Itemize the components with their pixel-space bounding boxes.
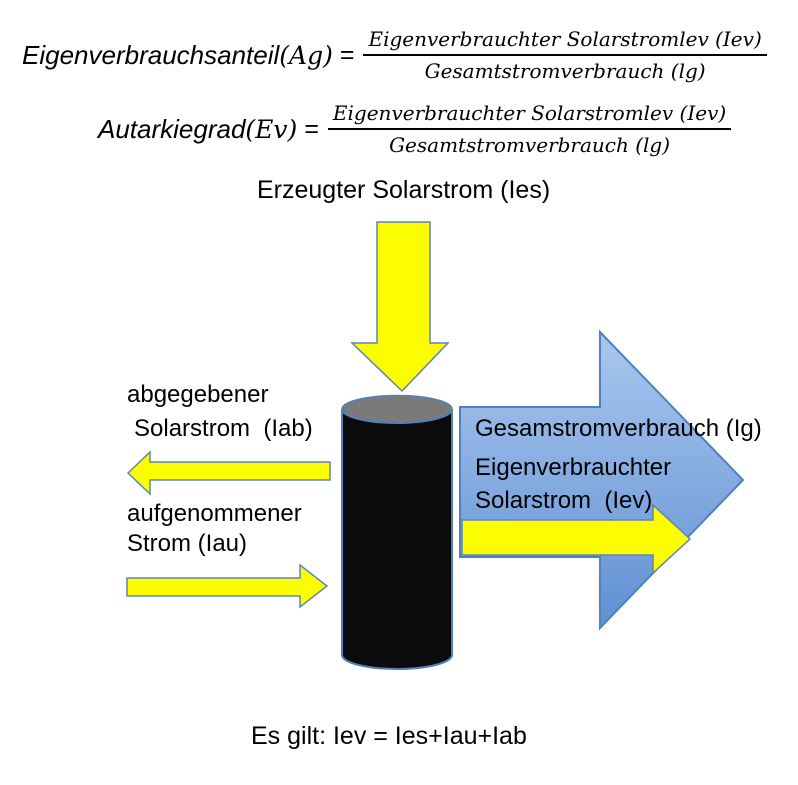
diagram-title: Erzeugter Solarstrom (Ies) <box>257 176 551 204</box>
abgegeben-left-arrow <box>126 450 331 496</box>
fraction-numerator: Eigenverbrauchter Solarstromlev (Iev) <box>363 27 767 56</box>
fraction-denominator: Gesamtstromverbrauch (lg) <box>389 133 671 157</box>
fraction: Eigenverbrauchter Solarstromlev (Iev) Ge… <box>363 27 767 83</box>
aufgenommen-label-line1: aufgenommener <box>127 500 302 527</box>
formula-autarkiegrad: Autarkiegrad(Ev) = Eigenverbrauchter Sol… <box>98 101 732 157</box>
battery-cylinder <box>341 408 453 670</box>
aufgenommen-label-line2: Strom (Iau) <box>127 530 248 557</box>
eigen-label-line2: Solarstrom (Iev) <box>475 487 653 514</box>
gesamt-label: Gesamstromverbrauch (Ig) <box>475 415 762 442</box>
fraction-numerator: Eigenverbrauchter Solarstromlev (Iev) <box>327 101 732 130</box>
fraction-denominator: Gesamtstromverbrauch (lg) <box>424 59 706 83</box>
formula-variable: (Ag) <box>279 40 333 70</box>
abgegeben-label-line2: Solarstrom (Iab) <box>134 415 313 442</box>
formula-name: Eigenverbrauchsanteil <box>22 39 280 70</box>
equals-sign: = <box>304 114 319 143</box>
aufgenommen-right-arrow <box>126 563 329 609</box>
abgegeben-label-line1: abgegebener <box>127 381 269 408</box>
cylinder-top-face <box>341 394 453 424</box>
solar-input-down-arrow <box>350 221 450 393</box>
formula-eigenverbrauchsanteil: Eigenverbrauchsanteil(Ag) = Eigenverbrau… <box>22 27 767 83</box>
eigen-label-line1: Eigenverbrauchter <box>475 454 672 481</box>
formula-name: Autarkiegrad <box>98 113 246 144</box>
formula-variable: (Ev) <box>245 114 298 144</box>
eigenverbrauch-arrow <box>461 503 692 575</box>
equation-footer: Es gilt: Iev = Ies+Iau+Iab <box>251 722 527 750</box>
equals-sign: = <box>339 40 355 69</box>
fraction: Eigenverbrauchter Solarstromlev (Iev) Ge… <box>327 101 732 157</box>
